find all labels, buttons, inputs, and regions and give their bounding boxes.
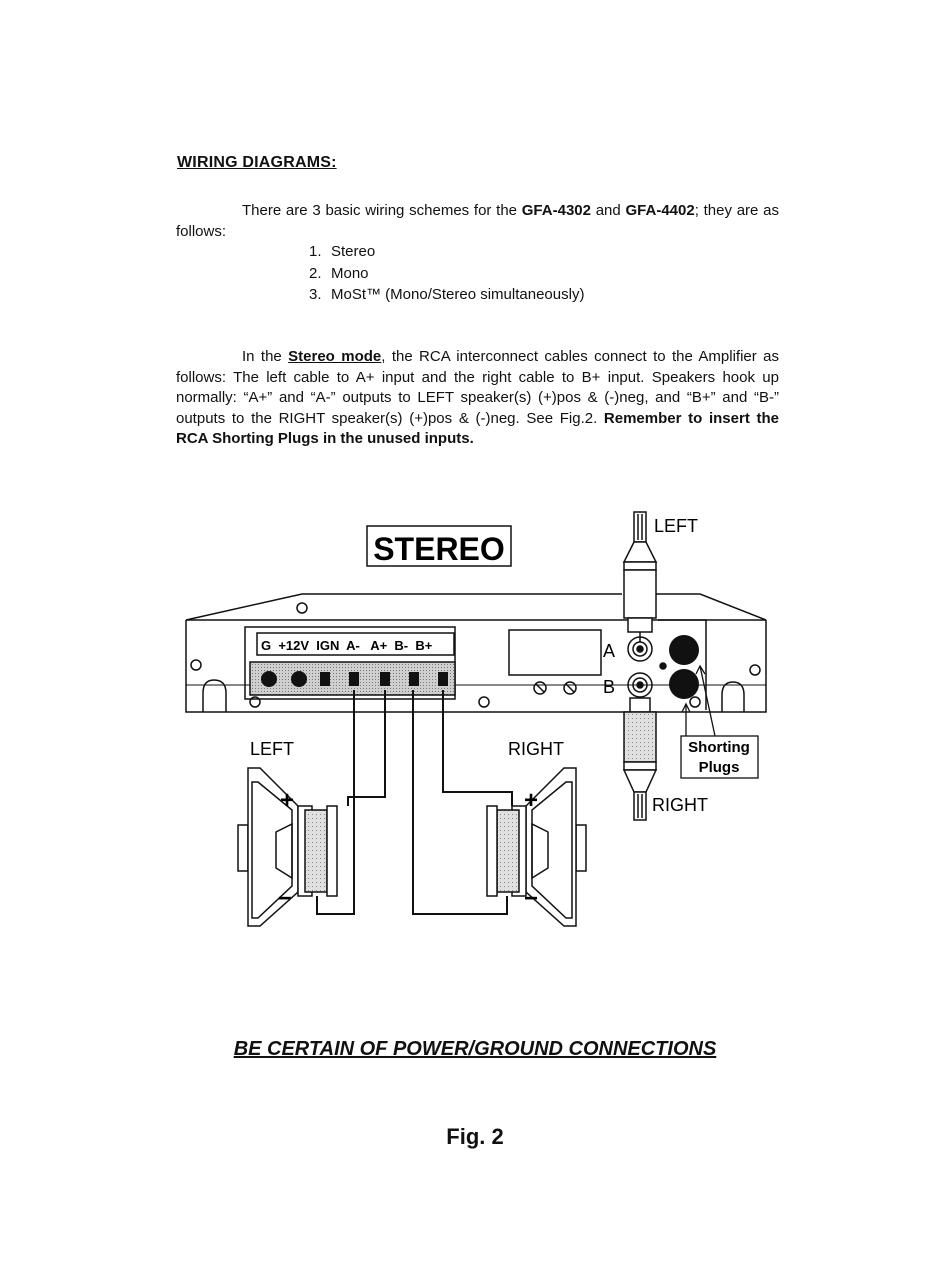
- stereo-body: , the RCA interconnect cables connect to…: [176, 348, 780, 427]
- speaker-right-label: RIGHT: [508, 739, 564, 759]
- shorting-plugs: [669, 635, 699, 699]
- intro-tail: ; they are as follows:: [176, 202, 779, 240]
- rca-plug-right: [622, 697, 658, 821]
- shorting-plug-reminder: Remember to insert the RCA Shorting Plug…: [176, 409, 779, 448]
- figure-caption: Fig. 2: [446, 1124, 504, 1149]
- mode-label-box: STEREO: [366, 525, 512, 567]
- wiring-schemes-list: 1. Stereo 2. Mono 3. MoSt™ (Mono/Stereo sim…: [309, 241, 584, 306]
- rca-inputs: [627, 636, 667, 698]
- stereo-mode-term: Stereo mode: [288, 348, 382, 365]
- terminal-labels: G +12V IGN A- A+ B- B+: [261, 638, 433, 653]
- intro-text: There are 3 basic wiring schemes for the: [242, 202, 522, 219]
- adjust-screws: [533, 681, 577, 695]
- section-heading: WIRING DIAGRAMS:: [177, 154, 337, 171]
- list-label: MoSt™ (Mono/Stereo simultaneously): [331, 286, 585, 303]
- speaker-right-plus: +: [524, 787, 538, 814]
- list-label: Stereo: [331, 243, 376, 260]
- mode-label: STEREO: [373, 531, 505, 567]
- intro-and: and: [590, 202, 626, 219]
- list-number: 3.: [309, 286, 322, 303]
- input-b-label: B: [603, 677, 615, 697]
- speaker-right-minus: −: [524, 885, 538, 912]
- rca-right-label: RIGHT: [652, 795, 708, 815]
- speaker-wires: [316, 690, 513, 915]
- shorting-plugs-callout: [680, 664, 759, 779]
- speaker-left-plus: +: [280, 787, 294, 814]
- power-ground-warning: BE CERTAIN OF POWER/GROUND CONNECTIONS: [233, 1038, 717, 1060]
- speaker-right: [486, 767, 587, 927]
- speaker-left-minus: −: [278, 885, 292, 912]
- terminal-screws: [261, 671, 448, 687]
- list-item: 3. MoSt™ (Mono/Stereo simultaneously): [309, 284, 584, 306]
- amplifier: [185, 593, 767, 713]
- rca-plug-left: [622, 511, 658, 642]
- stereo-lead: In the: [242, 348, 289, 365]
- list-item: 2. Mono: [309, 263, 584, 285]
- model-gfa-4302: GFA-4302: [521, 202, 591, 219]
- list-number: 2.: [309, 264, 322, 282]
- list-label: Mono: [331, 264, 369, 282]
- speaker-left-label: LEFT: [250, 739, 294, 759]
- list-item: 1. Stereo: [309, 241, 584, 263]
- shorting-label-2: Plugs: [699, 759, 740, 776]
- list-number: 1.: [309, 243, 322, 260]
- model-gfa-4402: GFA-4402: [625, 202, 695, 219]
- rca-left-label: LEFT: [654, 516, 698, 536]
- intro-paragraph: There are 3 basic wiring schemes for the…: [176, 201, 779, 242]
- speaker-left: [237, 767, 338, 927]
- stereo-mode-paragraph: In the Stereo mode, the RCA interconnect…: [176, 347, 779, 450]
- shorting-label-1: Shorting: [688, 739, 750, 756]
- stereo-wiring-diagram: STEREO: [185, 511, 767, 927]
- terminal-block: G +12V IGN A- A+ B- B+: [244, 626, 456, 700]
- input-a-label: A: [603, 641, 615, 661]
